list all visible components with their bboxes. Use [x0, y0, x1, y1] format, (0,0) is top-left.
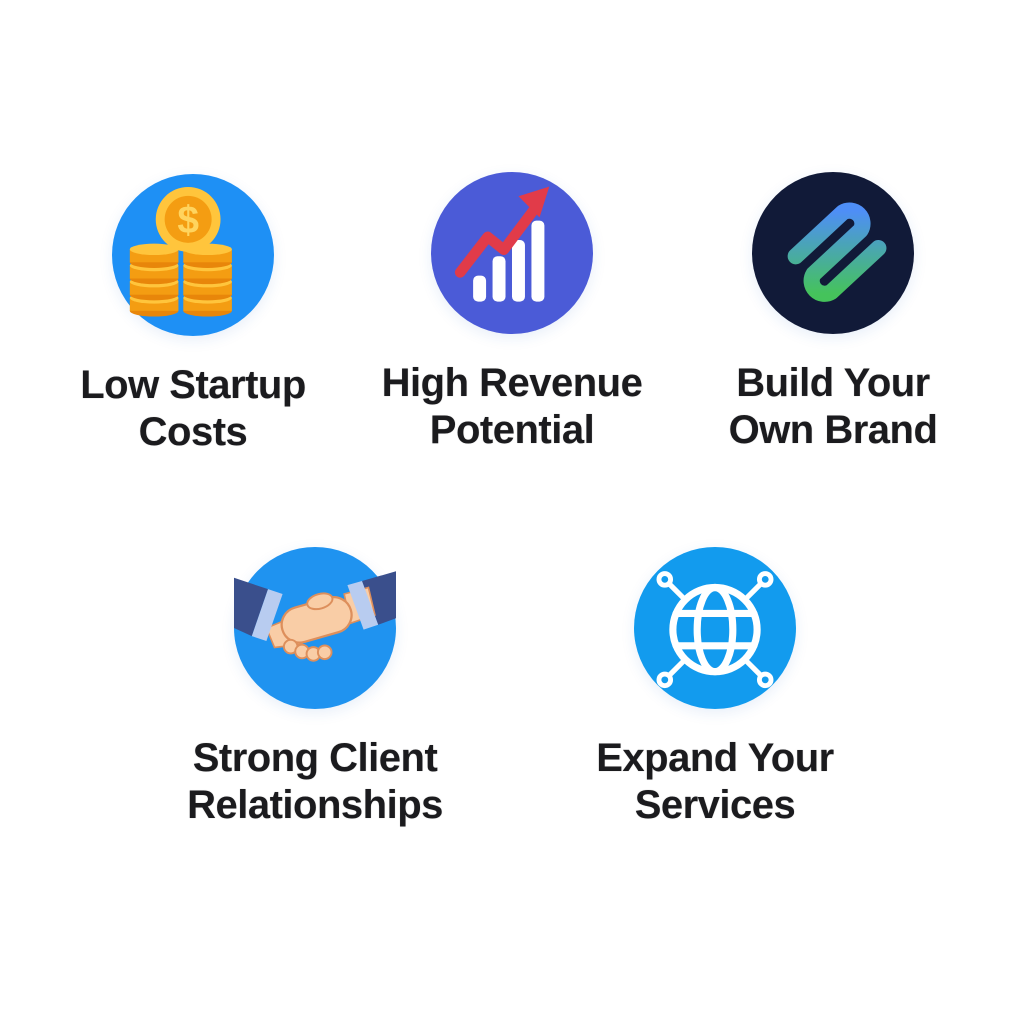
feature-card-build-your-own-brand: Build Your Own Brand — [673, 172, 993, 454]
left-sleeve — [234, 577, 269, 637]
handshake-icon — [234, 547, 396, 709]
coins-icon: $ — [112, 174, 274, 336]
label-line-2: Potential — [429, 408, 595, 452]
fingers — [282, 638, 333, 662]
feature-label: Strong Client Relationships — [187, 735, 443, 829]
s-letterform — [787, 202, 887, 302]
feature-card-strong-client-relationships: Strong Client Relationships — [155, 547, 475, 829]
label-line-1: Build Your — [736, 361, 930, 405]
svg-text:$: $ — [177, 199, 199, 242]
feature-card-expand-your-services: Expand Your Services — [555, 547, 875, 829]
network-spokes — [667, 581, 763, 678]
brand-s-logo-icon — [752, 172, 914, 334]
feature-label: Build Your Own Brand — [729, 360, 938, 454]
left-cuff — [251, 589, 283, 641]
feature-card-high-revenue-potential: High Revenue Potential — [352, 172, 672, 454]
network-nodes — [656, 571, 774, 689]
label-line-2: Relationships — [187, 783, 443, 827]
feature-card-low-startup-costs: $ Low Startup Costs — [33, 174, 353, 456]
growth-chart-icon — [431, 172, 593, 334]
thumb — [306, 592, 334, 611]
right-sleeve — [361, 571, 396, 625]
feature-label: Expand Your Services — [596, 735, 834, 829]
growth-arrow — [454, 186, 550, 278]
bar-chart-bars — [473, 220, 545, 302]
coin-stack-left — [129, 243, 179, 317]
label-line-2: Services — [634, 783, 796, 827]
globe-wireframe — [669, 583, 761, 676]
dollar-coin: $ — [155, 186, 221, 252]
label-line-1: Strong Client — [192, 736, 438, 780]
label-line-2: Costs — [138, 410, 248, 454]
label-line-2: Own Brand — [728, 408, 938, 452]
label-line-1: Expand Your — [596, 736, 834, 780]
feature-label: High Revenue Potential — [382, 360, 643, 454]
feature-label: Low Startup Costs — [80, 362, 306, 456]
label-line-1: Low Startup — [80, 363, 306, 407]
coin-stack-right — [183, 243, 232, 317]
globe-network-icon — [634, 547, 796, 709]
label-line-1: High Revenue — [381, 361, 643, 405]
right-cuff — [347, 581, 379, 630]
